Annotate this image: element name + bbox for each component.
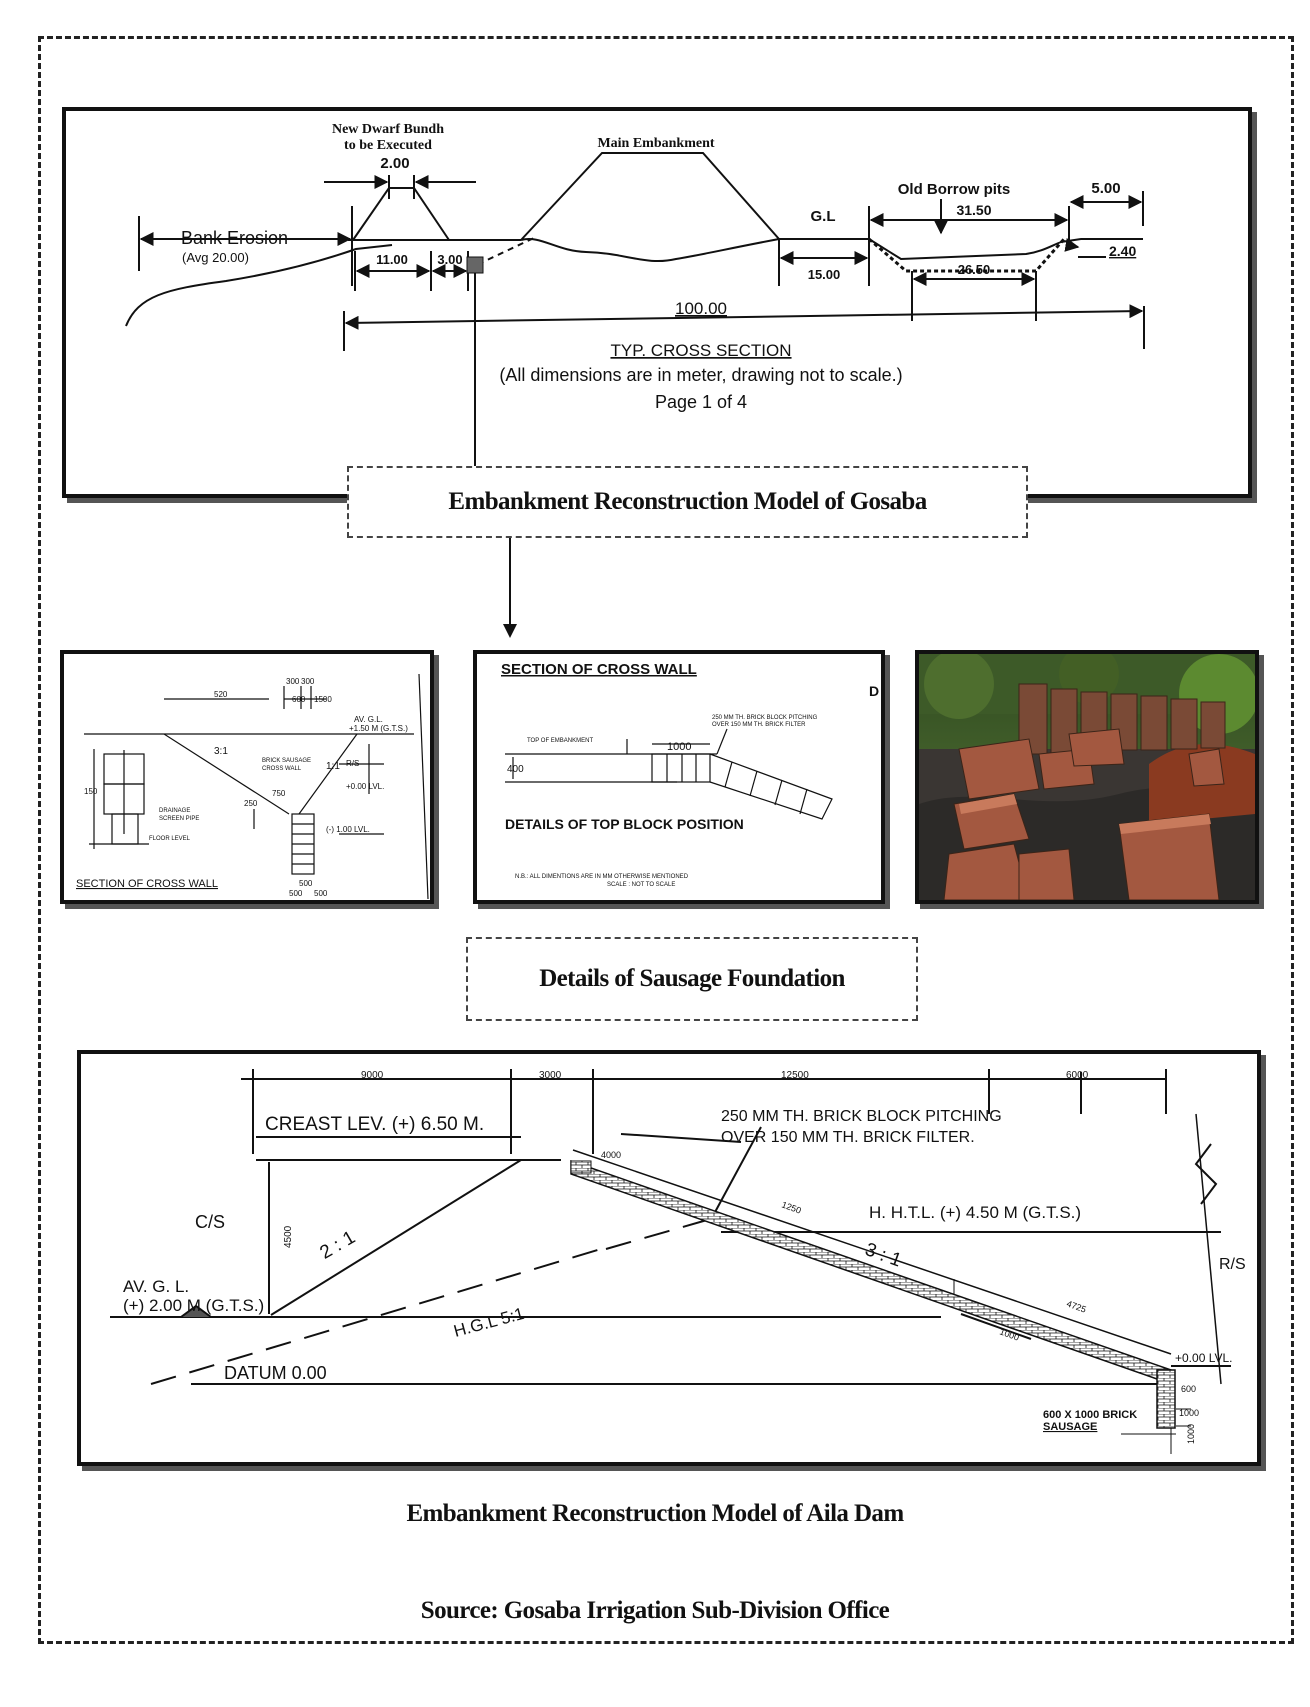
cw-rs: R/S — [346, 759, 359, 768]
cwm-nb: N.B.: ALL DIMENTIONS ARE IN MM OTHERWISE… — [515, 874, 689, 880]
dim-3-00: 3.00 — [437, 252, 462, 267]
aila-dam-panel: 9000 3000 12500 6000 CREAST LEV. (+) 6.5… — [77, 1050, 1261, 1466]
aila-slope-2-1: 2 : 1 — [316, 1227, 359, 1264]
aila-d1000: 1000 — [1186, 1424, 1196, 1444]
cwm-corner: D — [869, 683, 879, 699]
cwm-details: DETAILS OF TOP BLOCK POSITION — [505, 816, 744, 832]
aila-rs-label: R/S — [1219, 1256, 1246, 1273]
gosaba-caption-box: Embankment Reconstruction Model of Gosab… — [347, 466, 1028, 538]
old-borrow-pits-label: Old Borrow pits — [898, 181, 1011, 198]
aila-d3000: 3000 — [539, 1070, 562, 1081]
aila-d1000b: 1000 — [1179, 1408, 1199, 1418]
top-block-drawing-panel: SECTION OF CROSS WALL D TOP OF EMBANKMEN… — [473, 650, 885, 904]
dwarf-bundh-label-2: to be Executed — [344, 138, 432, 153]
gosaba-caption: Embankment Reconstruction Model of Gosab… — [448, 488, 927, 515]
dim-31-50: 31.50 — [956, 202, 991, 218]
aila-d6000: 6000 — [1066, 1070, 1089, 1081]
cw-d600: 600 — [292, 695, 306, 704]
cwm-d1000: 1000 — [667, 741, 691, 753]
dim-11-00: 11.00 — [376, 252, 408, 267]
cw-cross-wall: CROSS WALL — [262, 766, 302, 772]
aila-d4000: 4000 — [601, 1150, 621, 1160]
cwm-title: SECTION OF CROSS WALL — [501, 661, 697, 678]
dim-26-50: 26.50 — [958, 262, 991, 277]
cross-wall-drawing-panel: 520 300 300 600 1500 AV. G.L. +1.50 M (G… — [60, 650, 434, 904]
sausage-marker-icon — [466, 256, 484, 274]
cw-d300a: 300 — [286, 677, 300, 686]
cw-d500: 500 — [289, 889, 303, 898]
aila-d600: 600 — [1181, 1384, 1196, 1394]
cw-avgl2: +1.50 M (G.T.S.) — [349, 724, 408, 733]
cw-lvl000: +0.00 LVL. — [346, 782, 384, 791]
cwm-pitching-2: OVER 150 MM TH. BRICK FILTER — [712, 722, 806, 728]
aila-avgl-2: (+) 2.00 M (G.T.S.) — [123, 1296, 264, 1315]
bank-erosion-label: Bank Erosion — [181, 228, 288, 248]
cross-section-note: (All dimensions are in meter, drawing no… — [499, 365, 902, 385]
connector-arrow — [503, 538, 517, 638]
aila-cs-label: C/S — [195, 1212, 225, 1232]
cw-floor-level: FLOOR LEVEL — [149, 836, 191, 842]
aila-lvl000: +0.00 LVL. — [1175, 1351, 1233, 1365]
aila-caption: Embankment Reconstruction Model of Aila … — [406, 1500, 904, 1527]
cwm-top-of-embankment: TOP OF EMBANKMENT — [527, 738, 593, 744]
cwm-d400: 400 — [507, 764, 524, 775]
gosaba-cross-section-diagram: New Dwarf Bundh to be Executed 2.00 Main… — [125, 122, 1145, 494]
cw-drainage2: SCREEN PIPE — [159, 816, 199, 822]
aila-pitching-1: 250 MM TH. BRICK BLOCK PITCHING — [721, 1108, 1002, 1125]
cw-d300b: 300 — [301, 677, 315, 686]
cwm-scale: SCALE : NOT TO SCALE — [607, 882, 675, 888]
outer-dashed-frame — [38, 36, 1294, 1644]
dim-5-00: 5.00 — [1091, 180, 1120, 197]
cw-title: SECTION OF CROSS WALL — [76, 878, 218, 890]
aila-d9000: 9000 — [361, 1070, 384, 1081]
bank-erosion-avg: (Avg 20.00) — [182, 250, 249, 265]
brick-sausage-photo — [919, 654, 1255, 900]
cw-d150: 150 — [84, 787, 98, 796]
aila-hgl: H.G.L 5:1 — [452, 1304, 527, 1341]
aila-d12500: 12500 — [781, 1070, 809, 1081]
cw-drainage: DRAINAGE — [159, 808, 190, 814]
aila-d1250: 1250 — [780, 1199, 802, 1215]
dim-2-40: 2.40 — [1109, 243, 1136, 259]
cw-slope31: 3:1 — [214, 746, 228, 757]
aila-d4725: 4725 — [1065, 1298, 1087, 1314]
cw-avgl: AV. G.L. — [354, 715, 383, 724]
gl-label: G.L — [811, 208, 836, 225]
aila-sausage-2: SAUSAGE — [1043, 1421, 1097, 1433]
main-embankment-label: Main Embankment — [597, 136, 714, 151]
cw-d1500: 1500 — [314, 695, 332, 704]
cw-brick-sausage: BRICK SAUSAGE — [262, 758, 311, 764]
sausage-caption-box: Details of Sausage Foundation — [466, 937, 918, 1021]
aila-hhtl: H. H.T.L. (+) 4.50 M (G.T.S.) — [869, 1203, 1081, 1222]
cw-d250: 250 — [244, 799, 258, 808]
cw-d500b: 500 — [314, 889, 328, 898]
aila-sausage-1: 600 X 1000 BRICK — [1043, 1409, 1137, 1421]
cwm-pitching-1: 250 MM TH. BRICK BLOCK PITCHING — [712, 715, 818, 721]
cross-section-title: TYP. CROSS SECTION — [610, 341, 791, 360]
page-indicator: Page 1 of 4 — [655, 392, 747, 412]
cw-d750: 750 — [272, 789, 286, 798]
dim-2-00: 2.00 — [380, 155, 409, 172]
dim-15-00: 15.00 — [808, 267, 841, 282]
cw-lvl100: (-) 1.00 LVL. — [326, 825, 370, 834]
sausage-photo-panel — [915, 650, 1259, 904]
aila-pitching-2: OVER 150 MM TH. BRICK FILTER. — [721, 1129, 975, 1146]
sausage-caption: Details of Sausage Foundation — [539, 965, 845, 992]
aila-d4500: 4500 — [283, 1225, 294, 1248]
gosaba-cross-section-panel: New Dwarf Bundh to be Executed 2.00 Main… — [62, 107, 1252, 498]
cw-d520: 520 — [214, 690, 228, 699]
source-caption: Source: Gosaba Irrigation Sub-Division O… — [420, 1597, 890, 1624]
cw-slope11: 1:1 — [326, 761, 340, 772]
dim-100-00: 100.00 — [675, 299, 727, 318]
aila-dam-diagram: 9000 3000 12500 6000 CREAST LEV. (+) 6.5… — [110, 1069, 1246, 1454]
aila-avgl-1: AV. G. L. — [123, 1277, 189, 1296]
dwarf-bundh-label-1: New Dwarf Bundh — [332, 122, 444, 137]
cw-d500c: 500 — [299, 879, 313, 888]
aila-crest-level: CREAST LEV. (+) 6.50 M. — [265, 1114, 484, 1135]
aila-datum: DATUM 0.00 — [224, 1363, 327, 1383]
